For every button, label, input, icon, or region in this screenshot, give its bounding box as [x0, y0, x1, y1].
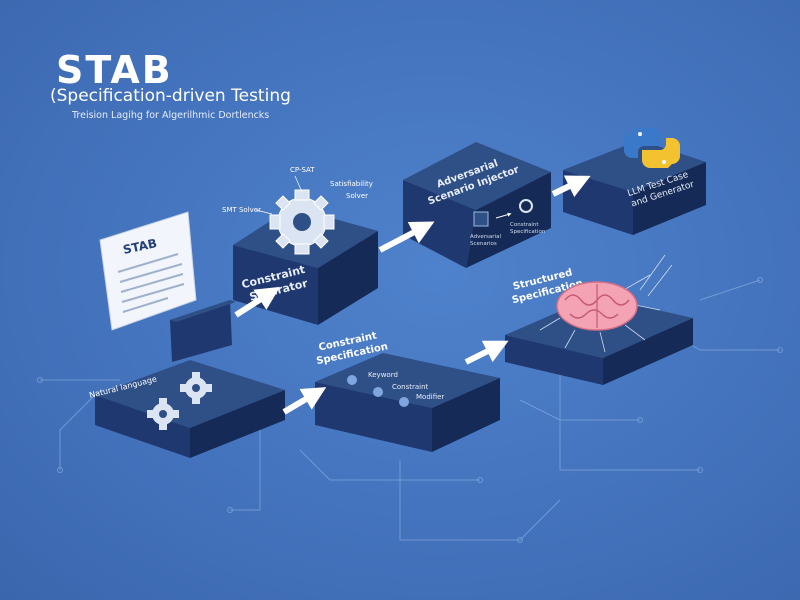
page-tagline: Treision Lagihg for Algerilhmic Dortlenc… — [72, 110, 270, 121]
natural-language-box: Natural language — [88, 360, 285, 458]
page-title: STAB — [56, 48, 173, 92]
solver-label: Solver — [346, 192, 368, 200]
arrow-spec-to-structured — [464, 340, 509, 365]
brain-icon — [539, 254, 673, 353]
gear-icon — [269, 189, 335, 255]
python-icon — [624, 128, 680, 168]
document-lines — [117, 253, 185, 313]
constraint-specification-box: Constraint Specification Keyword Constra… — [315, 330, 500, 452]
smt-solver-label: SMT Solver — [222, 206, 261, 214]
spec-item-constraint: Constraint — [392, 383, 429, 391]
injector-left-line1: Adversarial — [470, 234, 501, 240]
injector-right-line1: Constraint — [510, 222, 539, 228]
arrow-saturator-to-injector — [378, 221, 435, 253]
circuit-lines — [37, 277, 783, 543]
small-gear-icon — [519, 199, 533, 213]
gear-icon-pair — [147, 372, 212, 430]
document-icon: STAB — [99, 211, 197, 331]
injector-left-line2: Scenarios — [470, 241, 497, 247]
adversarial-injector-box: Adversarial Scenario Injector Adversaria… — [403, 142, 551, 268]
spec-item-keyword: Keyword — [368, 371, 398, 379]
doc-connector — [170, 300, 236, 362]
arrow-doc-to-saturator — [234, 286, 281, 318]
cp-sat-label: CP-SAT — [290, 166, 315, 174]
satisfiability-label: Satisfiability — [330, 180, 373, 188]
page-subtitle: (Specification-driven Testing — [50, 86, 291, 106]
document-label: STAB — [122, 236, 159, 257]
injector-icon-left — [473, 211, 489, 227]
spec-item-modifier: Modifier — [416, 393, 444, 401]
flow-arrows — [234, 175, 591, 415]
injector-right-line2: Specification — [510, 229, 546, 235]
arrow-injector-to-generator — [551, 175, 591, 198]
arrow-nl-to-spec — [282, 387, 327, 415]
